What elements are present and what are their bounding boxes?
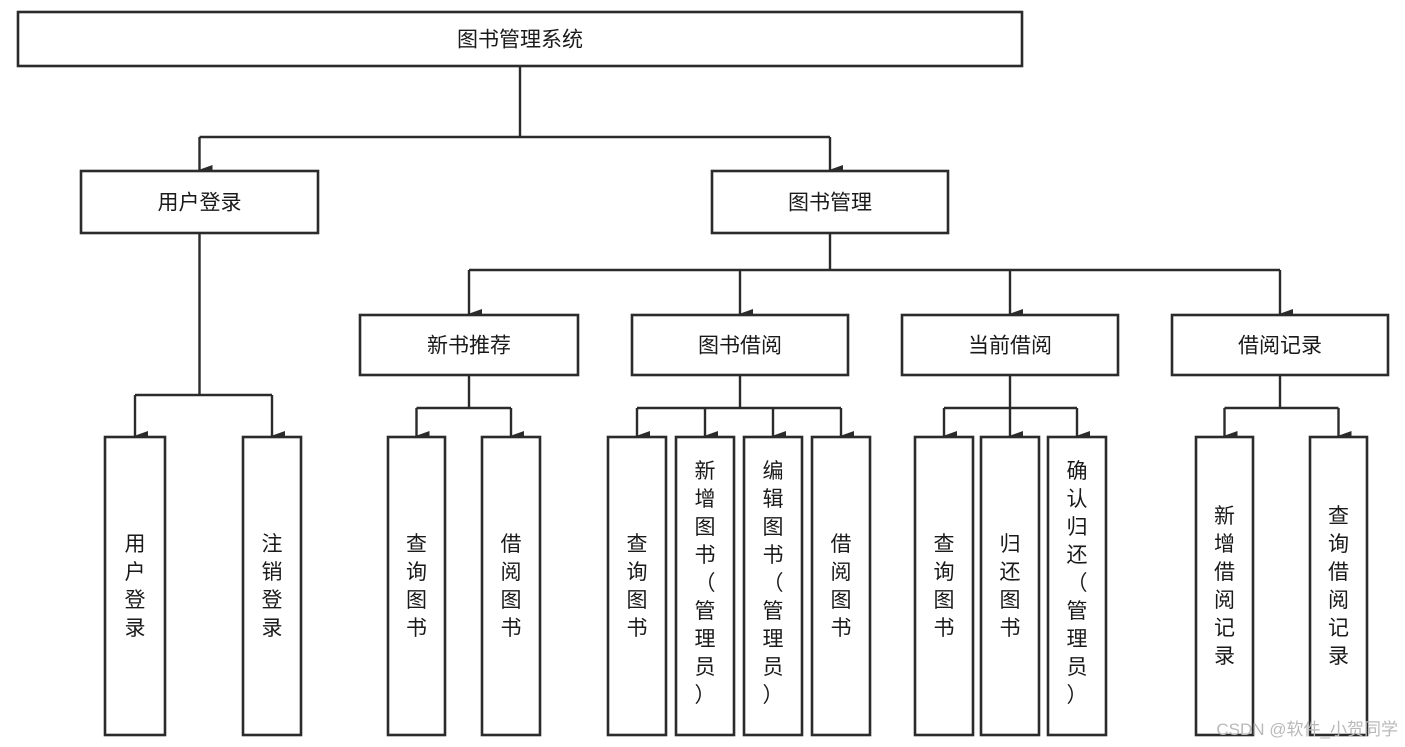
node-leaf-add-borrow-record[interactable]: 新增借阅记录 [1194,435,1255,737]
node-label-leaf-return-book: 归还图书 [1000,533,1021,640]
node-leaf-query-book-current[interactable]: 查询图书 [913,435,975,737]
node-new-book-recommend[interactable]: 新书推荐 [358,313,580,377]
node-label-leaf-query-book-current: 查询图书 [934,533,955,640]
connector-bookmgmt-to-level3 [467,233,1293,319]
node-box-new-book-recommend [358,313,580,377]
node-leaf-query-book-recommend[interactable]: 查询图书 [386,435,447,737]
node-label-leaf-borrow-book-recommend: 借阅图书 [501,533,522,640]
node-label-leaf-user-logout: 注销登录 [262,533,283,640]
node-box-leaf-query-borrow-record [1308,435,1369,737]
node-label-leaf-borrow-book: 借阅图书 [831,533,852,640]
node-box-leaf-user-logout [241,435,303,737]
node-label-leaf-add-book-admin: 新增图书（管理员） [695,460,716,707]
node-box-leaf-borrow-book [810,435,872,737]
connector-recommend-to-leaves [415,375,524,441]
node-box-leaf-confirm-return-admin [1046,435,1108,737]
node-leaf-user-login[interactable]: 用户登录 [103,435,167,737]
node-label-leaf-user-login: 用户登录 [125,533,146,640]
node-current-borrow[interactable]: 当前借阅 [900,313,1120,377]
node-layer: 图书管理系统用户登录图书管理新书推荐图书借阅当前借阅借阅记录用户登录注销登录查询… [16,10,1390,737]
node-label-user-login: 用户登录 [158,192,242,215]
node-label-leaf-confirm-return-admin: 确认归还（管理员） [1067,460,1088,707]
node-box-leaf-edit-book-admin [742,435,804,737]
node-box-root [16,10,1024,68]
csdn-watermark: CSDN @软件_小贺同学 [1216,720,1398,739]
node-box-leaf-query-book-recommend [386,435,447,737]
node-leaf-confirm-return-admin[interactable]: 确认归还（管理员） [1046,435,1108,737]
node-label-leaf-query-book-borrow: 查询图书 [627,533,648,640]
node-leaf-query-book-borrow[interactable]: 查询图书 [606,435,668,737]
node-leaf-return-book[interactable]: 归还图书 [979,435,1041,737]
node-box-leaf-borrow-book-recommend [480,435,542,737]
node-book-management[interactable]: 图书管理 [710,169,950,235]
node-label-book-borrow: 图书借阅 [698,335,782,358]
connector-userlogin-to-leaves [133,233,285,441]
node-book-borrow[interactable]: 图书借阅 [630,313,850,377]
node-leaf-borrow-book[interactable]: 借阅图书 [810,435,872,737]
connector-layer [133,66,1352,441]
node-label-new-book-recommend: 新书推荐 [427,335,511,358]
node-box-current-borrow [900,313,1120,377]
connector-records-to-leaves [1223,375,1352,441]
node-label-current-borrow: 当前借阅 [968,335,1052,358]
node-label-leaf-query-borrow-record: 查询借阅记录 [1328,505,1349,668]
node-label-leaf-query-book-recommend: 查询图书 [406,533,427,640]
node-label-borrow-records: 借阅记录 [1238,335,1322,358]
node-box-book-borrow [630,313,850,377]
node-borrow-records[interactable]: 借阅记录 [1170,313,1390,377]
node-box-borrow-records [1170,313,1390,377]
connector-borrow-to-leaves [635,375,854,441]
node-box-leaf-query-book-borrow [606,435,668,737]
node-leaf-edit-book-admin[interactable]: 编辑图书（管理员） [742,435,804,737]
node-box-leaf-add-borrow-record [1194,435,1255,737]
node-label-book-management: 图书管理 [788,192,872,215]
node-leaf-query-borrow-record[interactable]: 查询借阅记录 [1308,435,1369,737]
node-box-leaf-return-book [979,435,1041,737]
node-box-leaf-user-login [103,435,167,737]
node-root[interactable]: 图书管理系统 [16,10,1024,68]
node-label-root: 图书管理系统 [457,29,583,52]
node-box-leaf-query-book-current [913,435,975,737]
node-label-leaf-edit-book-admin: 编辑图书（管理员） [763,460,784,707]
node-box-book-management [710,169,950,235]
connector-current-to-leaves [942,375,1090,441]
node-leaf-user-logout[interactable]: 注销登录 [241,435,303,737]
node-box-user-login [79,169,320,235]
node-leaf-add-book-admin[interactable]: 新增图书（管理员） [674,435,736,737]
node-leaf-borrow-book-recommend[interactable]: 借阅图书 [480,435,542,737]
node-user-login[interactable]: 用户登录 [79,169,320,235]
node-label-leaf-add-borrow-record: 新增借阅记录 [1214,505,1235,668]
node-box-leaf-add-book-admin [674,435,736,737]
connector-root-to-level2 [198,66,843,175]
